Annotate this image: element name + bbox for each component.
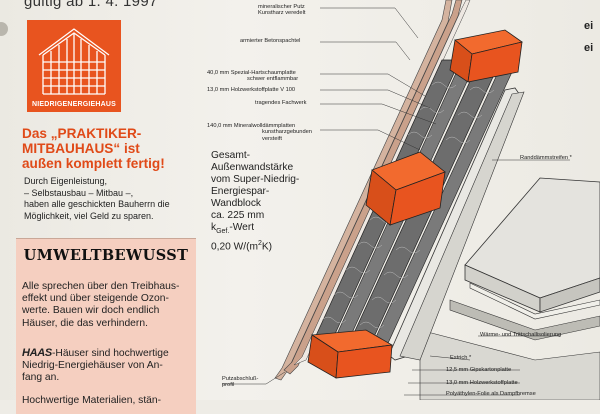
umweltbewusst-title: UMWELTBEWUSST — [23, 247, 189, 264]
k-value-part-2: K) — [261, 241, 273, 253]
label-holzwerkstoffplatte-v100: 13,0 mm Holzwerkstoffplatte V 100 — [207, 87, 296, 93]
gesamt-line-3: vom Super-Niedrig- — [211, 174, 300, 185]
umwelt-p1-line-1: Alle sprechen über den Treibhaus- — [22, 281, 180, 292]
headline: Das „PRAKTIKER- MITBAUHAUS“ ist außen ko… — [22, 126, 197, 171]
label-gipskartonplatte: 12,5 mm Gipskartonplatte — [446, 367, 512, 373]
gesamt-line-5: Wandblock — [211, 198, 262, 209]
label-randdaemmstreifen: Randdämmstreifen * — [520, 155, 572, 161]
label-mineralwolldaemmplatten: 140,0 mm Mineralwolldämmplatten kunsthar… — [207, 123, 312, 142]
umwelt-p2-line-3: fang an. — [22, 372, 60, 384]
label-waerme-trittschall: Wärme- und Trittschallisolierung — [480, 332, 562, 338]
gesamt-k-value-label: kGef.-Wert — [211, 222, 321, 238]
haas-brand: HAAS — [22, 347, 52, 359]
label-betonspachtel: armierter Betonspachtel — [240, 38, 301, 44]
intro-line-1: Durch Eigenleistung, — [24, 176, 108, 186]
house-grid-icon — [38, 28, 110, 95]
binder-hole — [0, 22, 8, 36]
timber-members — [307, 29, 523, 379]
intro-line-2: – Selbstausbau – Mitbau –, — [24, 187, 134, 198]
umweltbewusst-box: UMWELTBEWUSST Alle sprechen über den Tre… — [16, 238, 196, 414]
label-tragendes-fachwerk: tragendes Fachwerk — [255, 100, 307, 106]
umwelt-p2-line-2: Niedrig-Energiehäuser von An- — [22, 360, 163, 372]
intro-line-3: haben alle geschickten Bauherrn die — [24, 199, 170, 209]
label-mineralwolle-line-3: versteift — [262, 135, 282, 142]
label-hartschaumplatte: 40,0 mm Spezial-Hartschaumplatte schwer … — [207, 70, 298, 83]
label-putzab-line-1: Putzabschluß- — [222, 376, 259, 382]
label-putz-line-2: Kunstharz veredelt — [258, 10, 306, 17]
umwelt-p1-line-4: Häuser, die das verhindern. — [22, 317, 148, 329]
umwelt-paragraph-2: HAAS-Häuser sind hochwertige Niedrig-Ene… — [22, 347, 194, 385]
label-polyaethylen-folie: Polyäthylen-Folie als Dampfbremse — [446, 391, 536, 397]
k-subscript: Gef. — [216, 228, 230, 236]
edge-text-1: ei — [584, 20, 594, 32]
intro-line-4: Möglichkeit, viel Geld zu sparen. — [24, 210, 154, 221]
label-mineral-putz: mineralischer Putz Kunstharz veredelt — [258, 4, 305, 17]
headline-line-1: Das „PRAKTIKER- — [22, 126, 142, 141]
gesamt-line-4: Energiespar- — [211, 186, 270, 197]
k-value-part-1: 0,20 W/(m — [211, 241, 258, 253]
headline-line-2: MITBAUHAUS“ ist — [22, 141, 140, 156]
umwelt-p2-line-1-text: -Häuser sind hochwertige — [51, 348, 169, 359]
umwelt-paragraph-1: Alle sprechen über den Treibhaus- effekt… — [22, 281, 194, 330]
label-mineralwolle-line-2: kunstharzgebunden — [262, 129, 312, 136]
label-holzwerkstoffplatte: 13,0 mm Holzwerkstoffplatte — [446, 380, 518, 386]
headline-line-3: außen komplett fertig! — [22, 156, 165, 171]
wall-section-diagram — [222, 0, 600, 400]
floor-slab — [419, 177, 600, 400]
niedrigenergiehaus-logo: NIEDRIGENERGIEHAUS — [27, 20, 121, 112]
label-mineralwolle-line-1: 140,0 mm Mineralwolldämmplatten — [207, 123, 296, 129]
valid-from-text: gültig ab 1. 4. 1997 — [24, 0, 158, 10]
umwelt-p1-line-2: effekt und über steigende Ozon- — [22, 293, 169, 305]
label-putzabschlussprofil: Putzabschluß- profil — [222, 376, 258, 389]
label-putzab-line-2: profil — [222, 382, 235, 389]
label-hartschaum-line-2: schwer entflammbar — [247, 76, 299, 83]
umwelt-p2-line-1: HAAS-Häuser sind hochwertige — [22, 347, 194, 360]
gesamt-line-6: ca. 225 mm — [211, 210, 265, 221]
gesamt-wall-spec: Gesamt- Außenwandstärke vom Super-Niedri… — [211, 150, 321, 253]
edge-text-2: ei — [584, 42, 594, 54]
gesamt-k-value: 0,20 W/(m2K) — [211, 238, 321, 253]
label-putz-line-1: mineralischer Putz — [258, 4, 305, 10]
leader-lines — [222, 7, 570, 396]
inner-panel — [384, 87, 525, 361]
k-wert-text: -Wert — [229, 222, 255, 233]
umwelt-p1-line-3: werte. Bauen wir doch endlich — [22, 305, 160, 317]
k-symbol: k — [211, 222, 217, 233]
label-estrich: Estrich * — [450, 355, 472, 361]
logo-label: NIEDRIGENERGIEHAUS — [31, 101, 117, 108]
k-value-superscript: 2 — [257, 240, 262, 248]
intro-text: Durch Eigenleistung, – Selbstausbau – Mi… — [24, 176, 202, 222]
label-hartschaum-line-1: 40,0 mm Spezial-Hartschaumplatte — [207, 70, 296, 76]
gesamt-line-2: Außenwandstärke — [211, 162, 294, 173]
gesamt-line-1: Gesamt- — [211, 150, 251, 161]
